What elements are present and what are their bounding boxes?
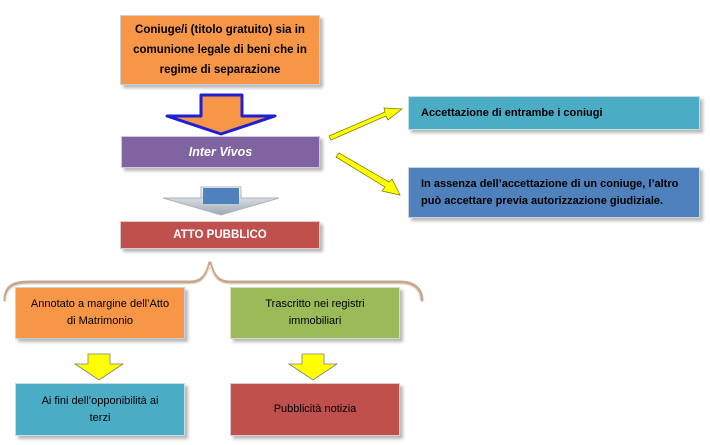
down-arrow-yellow-right <box>287 353 339 381</box>
arrow-to-assenza <box>335 152 401 196</box>
node-coniugi-text: Coniuge/i (titolo gratuito) sia in comun… <box>133 24 307 76</box>
node-annotato-text: Annotato a margine dell’Atto di Matrimon… <box>30 298 170 327</box>
node-inter-vivos: Inter Vivos <box>121 136 320 168</box>
node-assenza-accettazione-text: In assenza dell’accettazione di un coniu… <box>421 177 679 207</box>
node-accettazione-entrambi: Accettazione di entrambe i coniugi <box>408 96 700 130</box>
node-atto-pubblico-text: ATTO PUBBLICO <box>173 228 267 241</box>
brace <box>3 261 424 302</box>
node-accettazione-entrambi-text: Accettazione di entrambe i coniugi <box>421 106 603 119</box>
node-assenza-accettazione: In assenza dell’accettazione di un coniu… <box>408 167 700 218</box>
node-atto-pubblico: ATTO PUBBLICO <box>120 221 320 249</box>
node-opponibilita-text: Ai fini dell’opponibilità ai terzi <box>41 394 159 424</box>
node-pubblicita-text: Pubblicità notizia <box>273 403 357 415</box>
down-arrow-yellow-left <box>73 353 125 381</box>
down-arrow-gray-core <box>203 188 239 204</box>
node-inter-vivos-text: Inter Vivos <box>188 144 253 159</box>
node-opponibilita: Ai fini dell’opponibilità ai terzi <box>15 383 185 436</box>
node-trascritto-text: Trascritto nei registri immobiliari <box>265 298 365 327</box>
node-trascritto: Trascritto nei registri immobiliari <box>230 287 400 339</box>
down-arrow-blue <box>165 93 277 136</box>
node-annotato: Annotato a margine dell’Atto di Matrimon… <box>15 287 185 339</box>
node-pubblicita: Pubblicità notizia <box>230 383 400 436</box>
arrow-to-accettazione <box>328 107 404 141</box>
node-coniugi: Coniuge/i (titolo gratuito) sia in comun… <box>120 15 320 85</box>
brace-highlight <box>5 264 421 302</box>
